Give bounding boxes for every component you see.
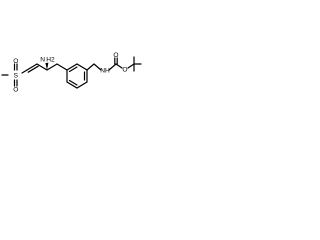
bond-carbonyl-ester-oxygen [115, 63, 123, 69]
bond-methylene-nh [93, 63, 102, 71]
amine-n-label: N [40, 57, 45, 64]
bond-vinyl-double-b [27, 65, 39, 73]
sulfur-label: S [14, 72, 19, 79]
sulfonyl-oxygen-top-label: O [13, 58, 18, 65]
amine-h2-label: H2 [46, 57, 55, 64]
bond-ester-oxygen-tbutyl [127, 63, 135, 69]
bond-ring-methylene [86, 63, 95, 71]
bond-methylene-ring [56, 63, 68, 71]
carbamate-nh-label: NH [100, 67, 110, 74]
bond-sulfur-vinyl [21, 69, 28, 74]
bond-vinyl-double-a [26, 63, 38, 71]
benzene-ring [66, 63, 88, 89]
bond-chiral-methylene [46, 63, 58, 71]
carbonyl-oxygen-label: O [113, 52, 118, 59]
molecule-structure: S O O N H2 NH O O [1, 52, 142, 94]
wedge-bond-chiral-amine [45, 62, 49, 70]
bond-nh-carbonyl [108, 63, 117, 71]
bond-vinyl-chiral [36, 63, 48, 71]
ring-inner-bond-1 [68, 66, 78, 73]
ring-inner-bond-3 [68, 79, 78, 86]
ester-oxygen-label: O [122, 66, 127, 73]
sulfonyl-oxygen-bottom-label: O [13, 87, 18, 94]
